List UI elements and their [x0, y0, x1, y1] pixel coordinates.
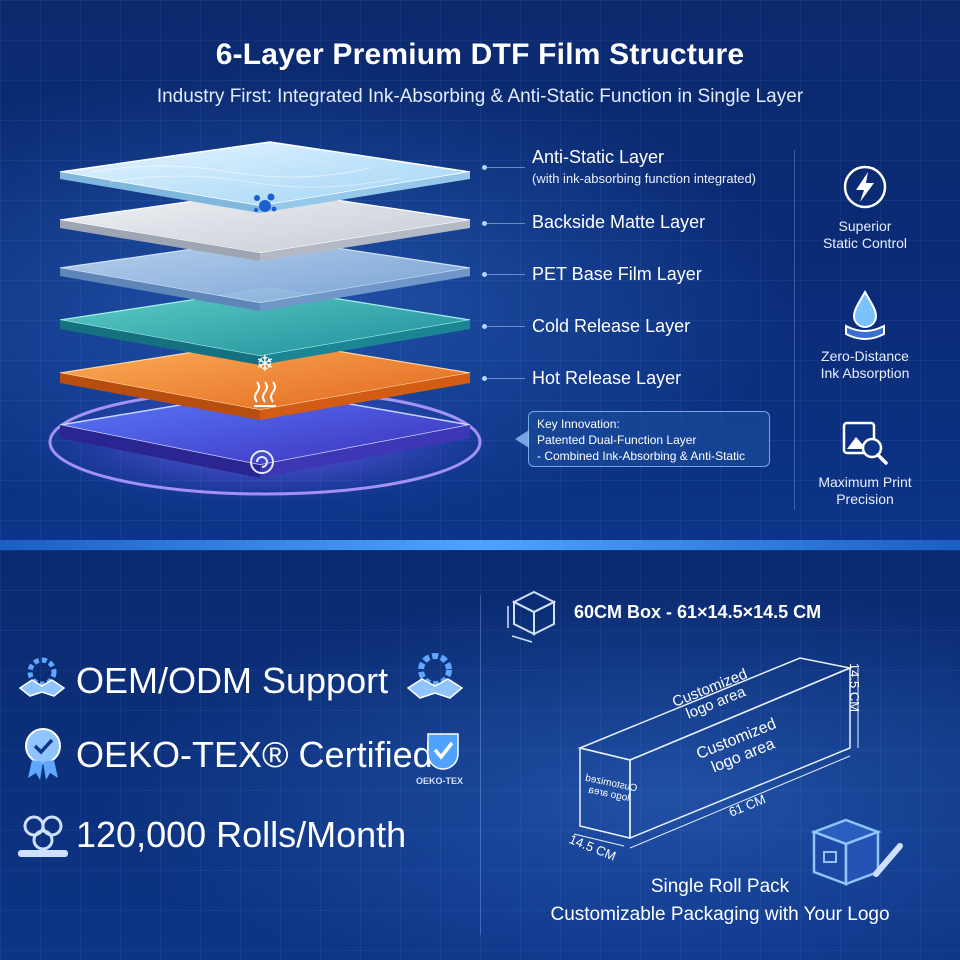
rolls-per-month-text: 120,000 Rolls/Month: [76, 814, 407, 855]
callout-heading: Key Innovation:: [537, 417, 620, 431]
layer-label-pet: PET Base Film Layer: [532, 264, 702, 284]
feature-static-control: Superior Static Control: [800, 162, 930, 252]
grid-background: [0, 550, 960, 960]
base-layer: [59, 389, 471, 478]
layer-stack-illustration: ❄: [35, 141, 495, 504]
feature-ink-absorption: Zero-Distance Ink Absorption: [800, 288, 930, 382]
height-dimension: 14.5 CM: [847, 662, 863, 713]
cold-release-layer: [59, 287, 471, 365]
oeko-tex-badge-text: OEKO-TEX: [416, 776, 464, 786]
feature-label: Ink Absorption: [820, 365, 910, 381]
leader-line: [482, 376, 525, 381]
oeko-tex-text: OEKO-TEX® Certified: [76, 734, 433, 775]
custom-packaging-text: Customizable Packaging with Your Logo: [550, 904, 890, 925]
snowflake-icon: ❄: [256, 352, 274, 377]
box-diagram: [573, 657, 859, 849]
layer-label-anti-static: Anti-Static Layer: [532, 147, 665, 167]
handshake-gear-icon: [18, 657, 66, 697]
feature-label: Maximum Print: [818, 474, 912, 490]
page-subtitle: Industry First: Integrated Ink-Absorbing…: [156, 86, 804, 107]
feature-label: Static Control: [822, 235, 908, 251]
layer-sublabel-anti-static: (with ink-absorbing function integrated): [532, 171, 757, 186]
rolls-icon: [18, 815, 68, 857]
key-innovation-callout: Key Innovation: Patented Dual-Function L…: [515, 411, 770, 467]
leader-line: [482, 272, 525, 277]
leader-line: [482, 165, 525, 170]
structure-panel: 6-Layer Premium DTF Film Structure Indus…: [0, 0, 960, 540]
handshake-gear-icon: [406, 653, 464, 699]
single-roll-pack-text: Single Roll Pack: [650, 876, 790, 897]
swirl-icon: [250, 450, 274, 474]
callout-line: Patented Dual-Function Layer: [537, 433, 697, 447]
bottom-divider: [480, 595, 481, 935]
package-edit-icon: [810, 818, 903, 886]
pet-base-layer: [59, 237, 471, 311]
box-size-title: 60CM Box - 61×14.5×14.5 CM: [574, 602, 822, 622]
box-dimensions-icon: [507, 590, 557, 643]
page-title: 6-Layer Premium DTF Film Structure: [215, 38, 745, 71]
layer-label-cold-release: Cold Release Layer: [532, 316, 691, 336]
section-divider: [0, 540, 960, 550]
feature-divider: [794, 150, 795, 510]
water-drop-icon: [845, 290, 885, 340]
magnifier-image-icon: [842, 421, 888, 465]
layer-label-matte: Backside Matte Layer: [532, 212, 706, 232]
lightning-icon: [843, 165, 887, 209]
feature-label: Precision: [836, 491, 894, 507]
ink-drops-icon: [254, 193, 277, 212]
feature-print-precision: Maximum Print Precision: [800, 418, 930, 508]
layer-label-hot-release: Hot Release Layer: [532, 368, 682, 388]
oem-odm-text: OEM/ODM Support: [76, 660, 389, 701]
matte-layer: [59, 189, 471, 261]
heat-icon: [254, 381, 276, 407]
feature-label: Superior: [838, 218, 892, 234]
leader-line: [482, 324, 525, 329]
feature-label: Zero-Distance: [821, 348, 909, 364]
callout-line: - Combined Ink-Absorbing & Anti-Static: [537, 449, 746, 463]
anti-static-layer: [59, 141, 471, 213]
oeko-tex-shield-icon: [427, 733, 459, 770]
certified-badge-icon: [25, 728, 61, 780]
leader-line: [482, 221, 525, 226]
packaging-panel: OEM/ODM Support OEKO-TEX® Certified OEKO…: [0, 550, 960, 960]
